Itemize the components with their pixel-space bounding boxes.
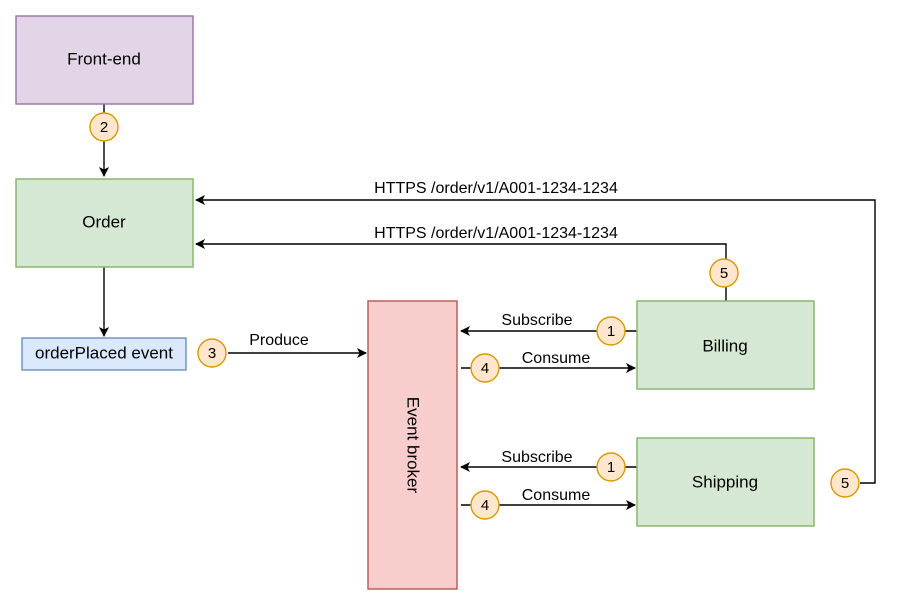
step-badge-shipping-consume: 4 [470, 490, 500, 520]
step-badge-shipping-subscribe: 1 [596, 452, 626, 482]
order-node: Order [15, 178, 194, 268]
order-label: Order [82, 212, 126, 231]
svg-text:4: 4 [481, 497, 489, 514]
billing-consume-label: Consume [522, 350, 591, 367]
event-broker-label: Event broker [404, 397, 423, 494]
billing-subscribe-label: Subscribe [501, 312, 572, 329]
shipping-node: Shipping [636, 437, 815, 527]
step-badge-produce: 3 [197, 338, 227, 368]
frontend-node: Front-end [15, 15, 194, 105]
billing-https-label: HTTPS /order/v1/A001-1234-1234 [374, 225, 618, 242]
edge-shipping-to-order [195, 195, 876, 484]
svg-text:4: 4 [481, 360, 489, 377]
shipping-subscribe-label: Subscribe [501, 449, 572, 466]
produce-label: Produce [249, 332, 309, 349]
svg-text:1: 1 [607, 459, 615, 476]
edge-billing-to-order [195, 239, 727, 301]
step-badge-billing-http: 5 [709, 258, 739, 288]
step-badge-billing-subscribe: 1 [596, 316, 626, 346]
order-placed-event-label: orderPlaced event [35, 343, 173, 362]
svg-text:1: 1 [607, 323, 615, 340]
event-broker-node: Event broker [367, 300, 458, 590]
svg-text:5: 5 [720, 265, 728, 282]
svg-text:5: 5 [841, 475, 849, 492]
svg-text:2: 2 [100, 119, 108, 136]
billing-node: Billing [636, 300, 815, 390]
shipping-label: Shipping [692, 472, 758, 491]
frontend-label: Front-end [67, 49, 141, 68]
order-placed-event-node: orderPlaced event [21, 337, 187, 371]
step-badge-shipping-http: 5 [830, 468, 860, 498]
step-badge-frontend-order: 2 [89, 112, 119, 142]
shipping-https-label: HTTPS /order/v1/A001-1234-1234 [374, 180, 618, 197]
svg-text:3: 3 [208, 345, 216, 362]
billing-label: Billing [702, 336, 747, 355]
shipping-consume-label: Consume [522, 487, 591, 504]
step-badge-billing-consume: 4 [470, 353, 500, 383]
